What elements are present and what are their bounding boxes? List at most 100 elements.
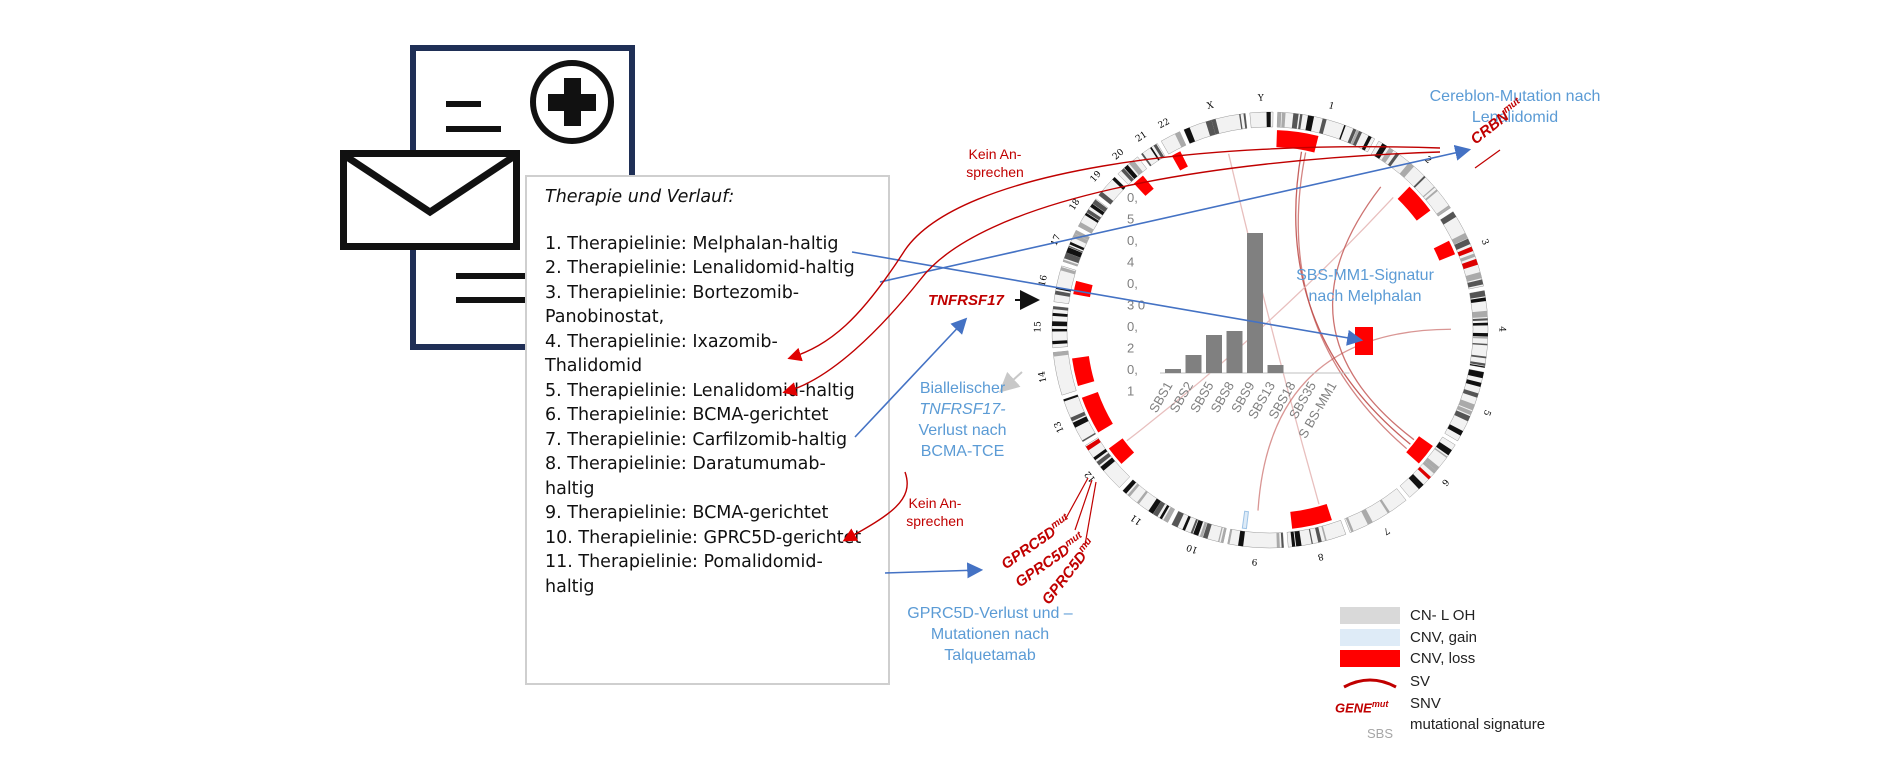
- therapy-line: Thalidomid: [545, 356, 643, 376]
- annotation-line: Lenalidomid: [1471, 109, 1559, 126]
- sv-arc: [1297, 152, 1408, 450]
- arrow-lenalidomid: [879, 144, 1472, 283]
- chromosome-label: 5: [1481, 408, 1492, 417]
- crbn-annotation: Cereblon-Mutation nach Lenalidomid: [1400, 86, 1630, 128]
- therapy-line: haltig: [545, 576, 595, 597]
- plus-circle-icon: [530, 60, 614, 144]
- y-tick-label: 4: [1127, 255, 1134, 270]
- chromosome-label: 10: [1185, 541, 1199, 554]
- grey-arrow: [999, 371, 1023, 393]
- chromosome-label: X: [1206, 100, 1215, 111]
- annotation-line: Kein An-: [908, 495, 962, 511]
- envelope-icon: [340, 150, 520, 250]
- chromosome-2: [1370, 140, 1451, 217]
- legend-text: mutational signature: [1410, 716, 1546, 733]
- red-curve-1: [787, 146, 1441, 362]
- chromosome-label: 17: [1050, 233, 1064, 248]
- cnv-blocks: [1072, 130, 1456, 530]
- sv-arc: [1126, 197, 1394, 442]
- legend-text: SNV: [1410, 695, 1441, 712]
- legend-text: SV: [1410, 673, 1431, 690]
- cnv-gain-block: [1241, 510, 1249, 530]
- chromosome-label: 9: [1251, 556, 1258, 566]
- annotation-line: GPRC5D-Verlust und –: [907, 605, 1073, 622]
- legend-text: CNV, loss: [1410, 650, 1476, 667]
- legend-swatch: [1340, 629, 1400, 646]
- annotation-line: sprechen: [966, 164, 1024, 180]
- legend-text: CNV, gain: [1410, 629, 1477, 646]
- chromosome-label: 6: [1439, 476, 1450, 487]
- chromosome-label: 4: [1496, 326, 1506, 332]
- legend-swatch: [1340, 607, 1400, 624]
- therapy-line: 8. Therapielinie: Daratumumab-: [545, 454, 826, 474]
- therapy-line: 10. Therapielinie: GPRC5D-gerichtet: [545, 527, 862, 548]
- legend-text: CN- L OH: [1410, 607, 1476, 624]
- signature-bar: [1247, 233, 1263, 373]
- signature-bar: [1165, 369, 1181, 373]
- chromosome-label: 15: [1033, 321, 1043, 333]
- doc-line: [456, 273, 536, 279]
- cnv-loss-block: [1108, 438, 1135, 464]
- doc-line: [446, 126, 501, 132]
- annotation-line: Mutationen nach: [930, 626, 1050, 643]
- red-curve-2: [782, 151, 1441, 396]
- tnfrsf17-annotation: Biallelischer TNFRSF17- Verlust nach BCM…: [900, 378, 1025, 462]
- chromosome-label: Y: [1257, 94, 1265, 104]
- chromosome-label: 2: [1422, 155, 1433, 166]
- arrow-melphalan: [851, 251, 1364, 346]
- signature-bar: [1267, 365, 1284, 373]
- therapy-line: 6. Therapielinie: BCMA-gerichtet: [545, 405, 829, 425]
- chromosome-label: 8: [1316, 550, 1324, 561]
- cnv-loss-block: [1081, 392, 1113, 433]
- arrow-bcma: [854, 317, 968, 438]
- annotation-line: nach Melphalan: [1308, 288, 1422, 305]
- chromosome-label: 22: [1157, 117, 1172, 131]
- chromosome-7: [1344, 488, 1407, 534]
- y-tick-label: 0,: [1127, 190, 1138, 205]
- annotation-line: Cereblon-Mutation nach: [1429, 88, 1601, 105]
- legend-swatch: [1340, 650, 1400, 667]
- chromosome-label: 14: [1037, 370, 1049, 384]
- therapy-line: 7. Therapielinie: Carfilzomib-haltig: [545, 429, 848, 450]
- therapy-box: Therapie und Verlauf: 1. Therapielinie: …: [525, 175, 890, 685]
- therapy-line: 5. Therapielinie: Lenalidomid-haltig: [545, 380, 855, 401]
- annotation-line: Talquetamab: [944, 647, 1036, 664]
- therapy-line: 11. Therapielinie: Pomalidomid-: [545, 552, 823, 572]
- y-tick-label: 0,: [1127, 319, 1138, 334]
- chromosome-label: 7: [1381, 525, 1391, 537]
- annotation-line: Biallelischer: [919, 380, 1006, 397]
- signature-bar: [1185, 355, 1202, 373]
- therapy-line: 1. Therapielinie: Melphalan-haltig: [545, 233, 839, 254]
- annotation-line: Kein An-: [968, 146, 1022, 162]
- sv-arc: [1257, 328, 1452, 511]
- y-tick-label: 0,: [1127, 233, 1138, 248]
- cnv-loss-block: [1406, 436, 1433, 464]
- annotation-line: SBS-MM1-Signatur: [1296, 267, 1434, 284]
- legend: CN- L OH CNV, gain CNV, loss SV GENEmut …: [1335, 605, 1600, 755]
- gene-name: TNFRSF17: [928, 292, 1004, 309]
- sv-arc-icon: [1343, 678, 1397, 689]
- gene-mut-sample: GENEmut: [1335, 699, 1400, 716]
- therapy-line: 2. Therapielinie: Lenalidomid-haltig: [545, 258, 855, 278]
- y-tick-label: 0,: [1127, 276, 1138, 291]
- cnv-loss-block: [1397, 186, 1431, 221]
- legend-gene-sup: mut: [1371, 699, 1389, 709]
- tnfrsf17-gene-label: TNFRSF17: [928, 292, 1004, 309]
- cnv-loss-block: [1072, 356, 1095, 386]
- arrow-gprc5d: [884, 562, 984, 579]
- no-response-label-2: Kein An- sprechen: [895, 494, 975, 530]
- signature-bar: [1206, 335, 1222, 373]
- cnv-loss-block: [1433, 240, 1456, 261]
- cnv-loss-block: [1133, 175, 1154, 196]
- gprc5d-annotation: GPRC5D-Verlust und – Mutationen nach Tal…: [890, 603, 1090, 666]
- doc-line: [456, 297, 536, 303]
- red-curve-3: [842, 471, 908, 542]
- chromosome-ring: [1051, 111, 1489, 549]
- therapy-line: 4. Therapielinie: Ixazomib-: [545, 331, 778, 352]
- y-tick-label: 2: [1127, 341, 1134, 356]
- y-tick-label: 1: [1127, 384, 1134, 399]
- annotation-line: sprechen: [906, 513, 964, 529]
- chromosome-label: 13: [1053, 419, 1067, 434]
